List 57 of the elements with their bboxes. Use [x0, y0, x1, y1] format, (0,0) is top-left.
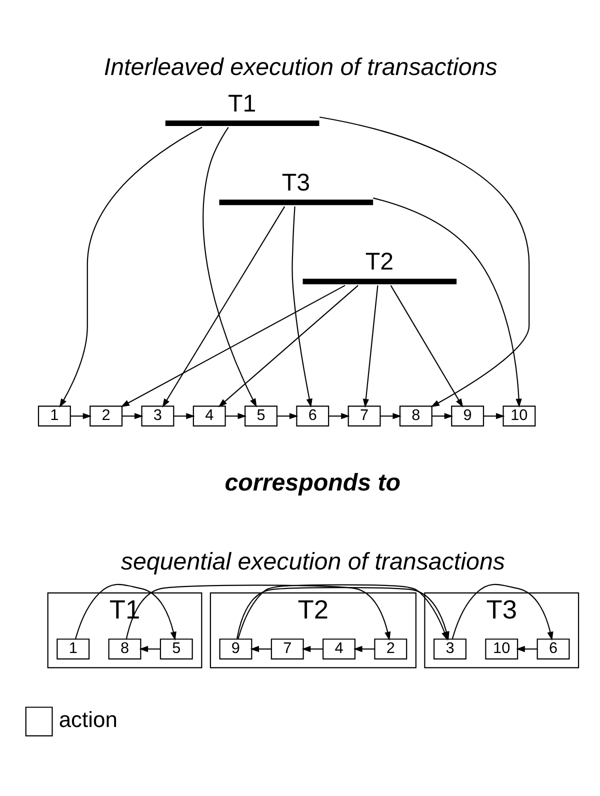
node-box: 4	[322, 638, 356, 659]
node-box: 6	[296, 405, 330, 426]
node-box: 7	[270, 638, 304, 659]
arrow	[328, 412, 350, 419]
arrow	[353, 645, 375, 652]
arrow	[380, 412, 402, 419]
arrow	[120, 284, 346, 407]
arrow	[74, 583, 176, 640]
arrow	[292, 206, 312, 408]
arrow	[277, 412, 298, 419]
node-box: 1	[56, 638, 90, 659]
node-box: 9	[451, 405, 484, 426]
arrow	[362, 284, 378, 408]
arrow	[484, 412, 505, 419]
node-box: 10	[485, 638, 518, 659]
node-box	[219, 199, 374, 205]
arrow	[126, 584, 391, 640]
arrow	[319, 116, 530, 407]
node-box	[302, 278, 457, 284]
arrow	[122, 412, 144, 419]
node-box: 4	[192, 405, 226, 426]
arrow	[59, 126, 202, 407]
arrow	[373, 197, 522, 408]
node-label: T3	[282, 168, 310, 196]
arrow	[218, 284, 358, 407]
node-box: 8	[108, 638, 142, 659]
node-box: 3	[141, 405, 174, 426]
node-box: 2	[374, 638, 408, 659]
node-box: 1	[38, 405, 71, 426]
node-box: 9	[219, 638, 252, 659]
arrow	[162, 206, 286, 408]
node-box: 2	[90, 405, 123, 426]
arrow	[302, 645, 323, 652]
node-box: 8	[399, 405, 432, 426]
node-box: 3	[434, 638, 466, 659]
arrow	[202, 126, 257, 407]
arrow	[226, 412, 247, 419]
label: sequential execution of transactions	[120, 548, 505, 575]
legend-label: action	[58, 706, 118, 732]
node-label: T1	[228, 90, 256, 117]
arrow	[390, 284, 464, 408]
arrow	[452, 583, 554, 640]
arrow	[432, 412, 454, 419]
arrow	[174, 412, 195, 419]
node-box	[165, 120, 320, 126]
arrow	[70, 412, 92, 419]
arrow	[250, 645, 272, 652]
node-box: 5	[160, 638, 193, 659]
label: corresponds to	[224, 468, 401, 496]
arrow	[139, 645, 160, 652]
arrow	[516, 645, 538, 652]
node-box: 6	[536, 638, 570, 659]
node-box: 7	[348, 405, 381, 426]
node-box: 10	[502, 405, 536, 426]
diagram-title: Interleaved execution of transactions	[104, 54, 498, 81]
node-label: T2	[365, 248, 394, 276]
node-box: 5	[244, 405, 278, 426]
